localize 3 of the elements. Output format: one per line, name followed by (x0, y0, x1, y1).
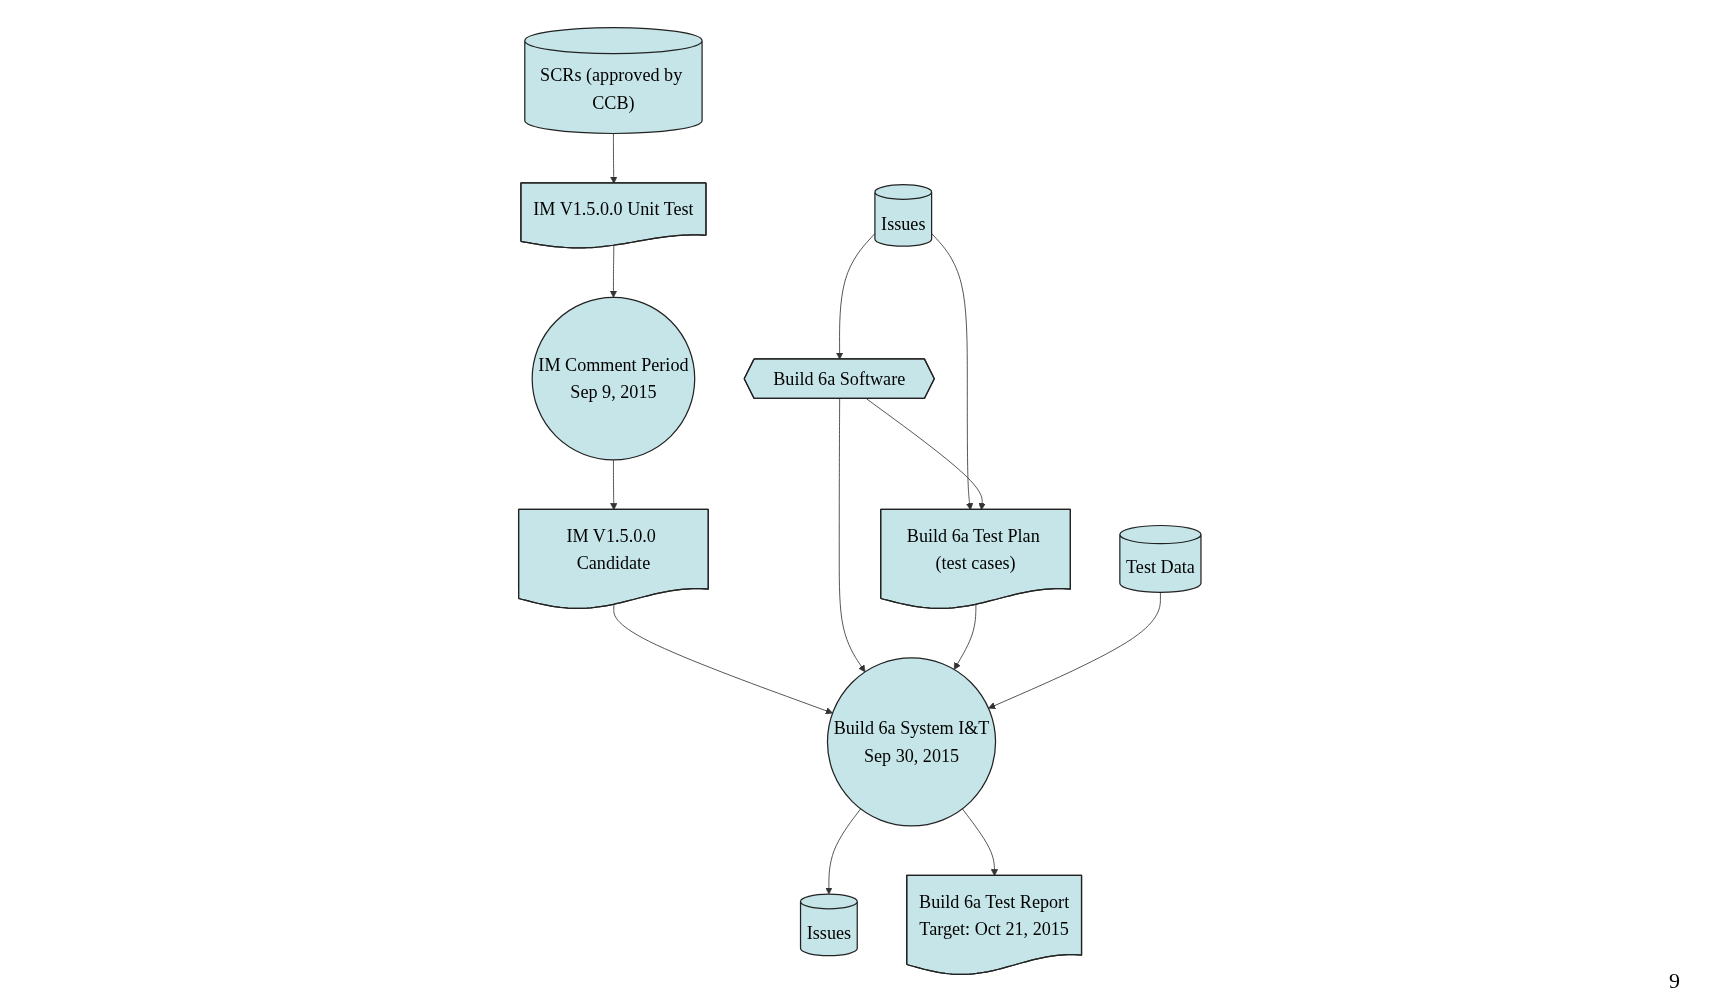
node-circle: Build 6a System I&T Sep 30, 2015 (827, 657, 997, 827)
node-circle: IM Comment Period Sep 9, 2015 (531, 296, 696, 461)
page-number: 9 (1669, 968, 1680, 993)
